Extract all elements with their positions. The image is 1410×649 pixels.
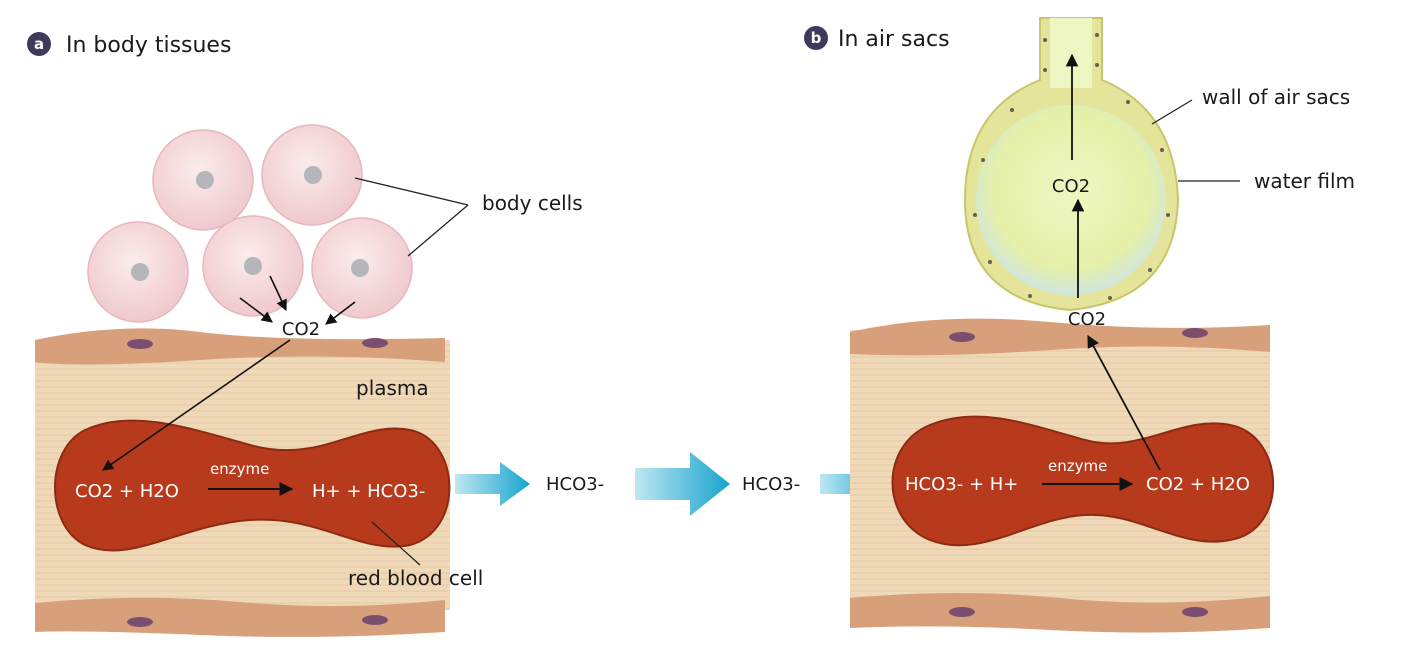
panel-a-badge-letter: a — [34, 35, 44, 53]
transport-arrows: HCO3- HCO3- — [455, 452, 890, 516]
co2-diffusion-arrows-a — [102, 275, 356, 471]
label-water-film: water film — [1254, 169, 1355, 193]
panel-b-title: In air sacs — [838, 27, 950, 52]
panel-b: b In air sacs — [804, 17, 1355, 633]
cyan-arrow-2 — [635, 452, 730, 516]
co2-label-a: CO2 — [282, 319, 320, 340]
equation-a-enzyme: enzyme — [210, 460, 269, 478]
air-sac — [963, 17, 1180, 312]
label-wall-of-air-sacs: wall of air sacs — [1202, 85, 1350, 109]
panel-b-badge-letter: b — [811, 29, 822, 47]
equation-b-left: HCO3- + H+ — [905, 474, 1018, 495]
cyan-arrow-1 — [455, 462, 530, 506]
equation-b-right: CO2 + H2O — [1146, 474, 1250, 495]
co2-label-b-inside: CO2 — [1052, 176, 1090, 197]
body-cells — [87, 124, 413, 323]
body-cells-leader — [354, 177, 469, 257]
label-red-blood-cell: red blood cell — [348, 566, 483, 590]
label-body-cells: body cells — [482, 191, 583, 215]
co2-diffusion-arrows-b — [1065, 53, 1161, 471]
panel-a: a In body tissues — [27, 32, 583, 637]
panel-a-badge: a — [27, 32, 51, 56]
red-blood-cell-b — [891, 415, 1275, 547]
panel-a-title: In body tissues — [66, 33, 231, 58]
equation-a-left: CO2 + H2O — [75, 481, 179, 502]
equation-b-enzyme: enzyme — [1048, 457, 1107, 475]
co2-label-b-edge: CO2 — [1068, 309, 1106, 330]
hco3-label-2: HCO3- — [742, 474, 800, 495]
wall-leader — [1151, 99, 1193, 125]
label-plasma: plasma — [356, 376, 429, 400]
equation-a-right: H+ + HCO3- — [312, 481, 425, 502]
red-blood-cell-leader — [371, 521, 421, 566]
red-blood-cell-a — [54, 419, 451, 552]
hco3-label-1: HCO3- — [546, 474, 604, 495]
panel-b-badge: b — [804, 26, 828, 50]
